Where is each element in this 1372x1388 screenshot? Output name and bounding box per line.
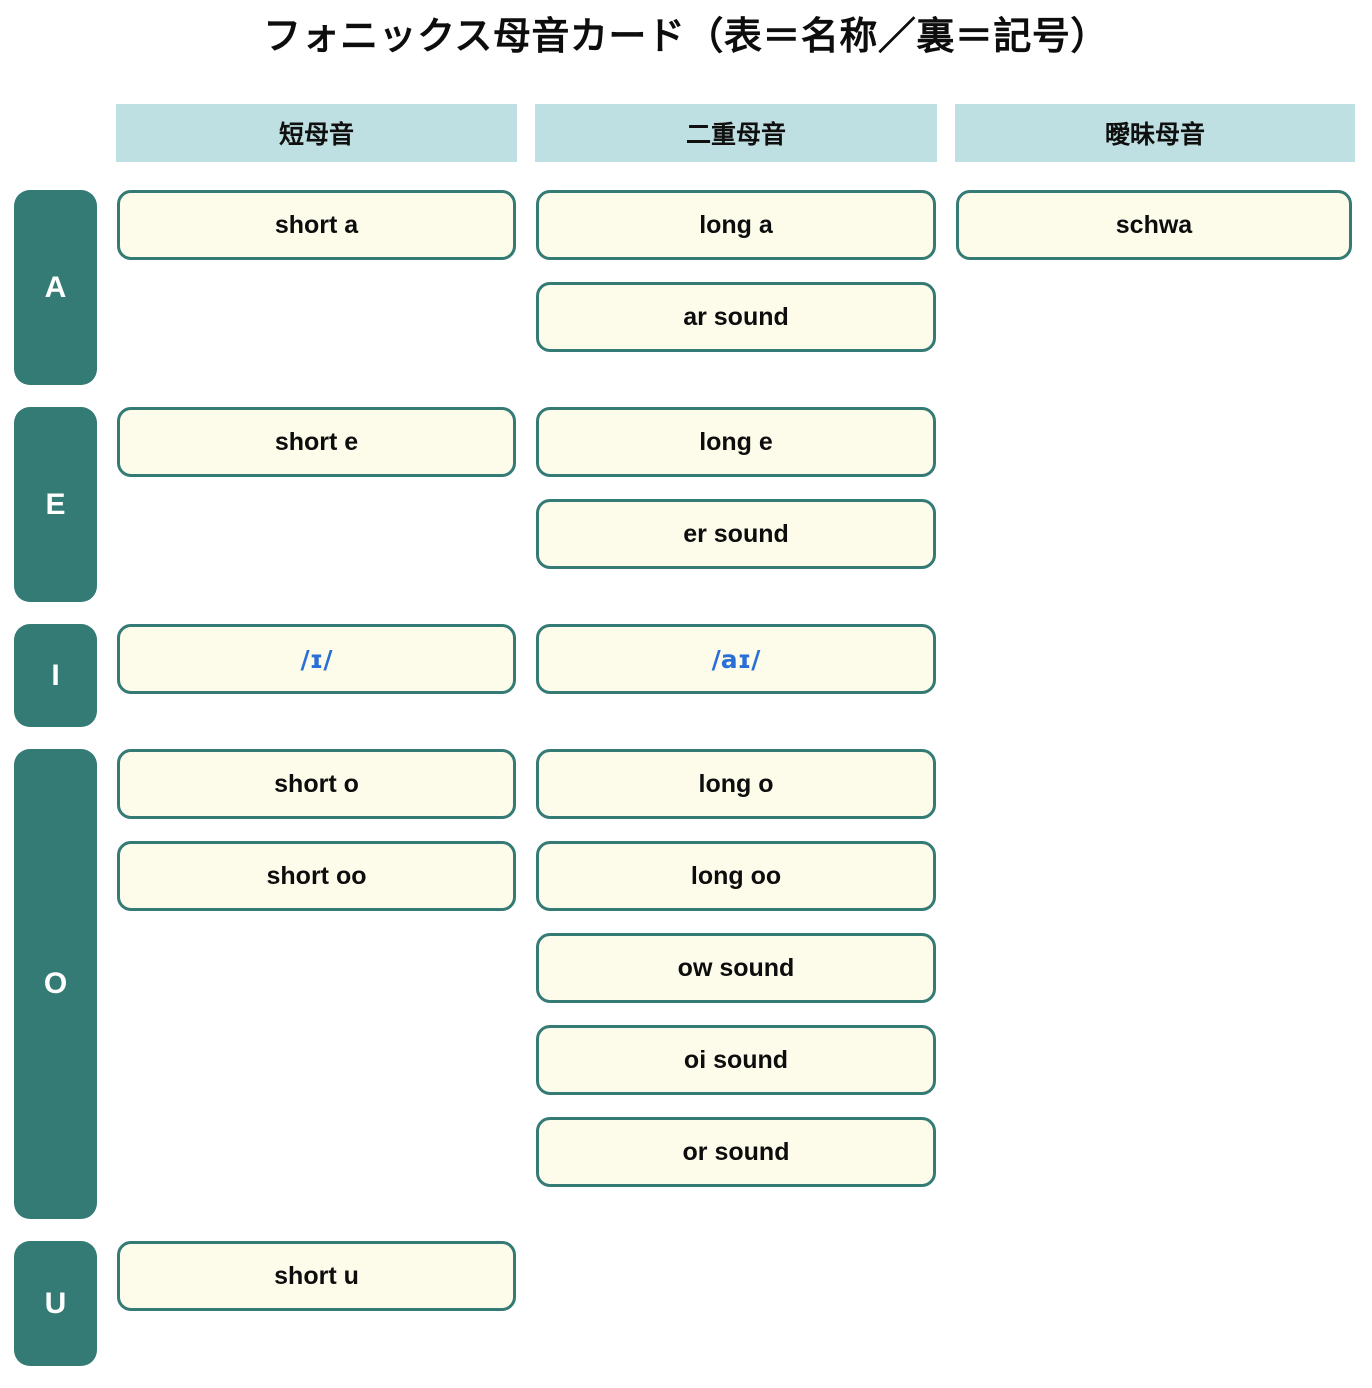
row-label-a: A	[14, 190, 97, 385]
vowel-card[interactable]: short u	[117, 1241, 516, 1311]
row-columns: /ɪ/ /aɪ/	[0, 624, 1372, 727]
vowel-card[interactable]: long e	[536, 407, 936, 477]
page-title: フォニックス母音カード（表＝名称／裏＝記号）	[263, 16, 1109, 58]
row-columns: short e long e er sound	[0, 407, 1372, 602]
cell-i-diphthong: /aɪ/	[536, 624, 936, 694]
cell-e-short-vowel: short e	[117, 407, 516, 477]
cell-o-diphthong: long o long oo ow sound oi sound or sound	[536, 749, 936, 1187]
vowel-card[interactable]: er sound	[536, 499, 936, 569]
vowel-card[interactable]: long oo	[536, 841, 936, 911]
column-header-short-vowel: 短母音	[116, 104, 517, 162]
row-label-u: U	[14, 1241, 97, 1366]
column-header-row: 短母音 二重母音 曖昧母音	[0, 104, 1372, 162]
row-label-o: O	[14, 749, 97, 1219]
vowel-row-i: I/ɪ/ /aɪ/	[0, 624, 1372, 727]
vowel-card[interactable]: short a	[117, 190, 516, 260]
cell-e-diphthong: long e er sound	[536, 407, 936, 569]
vowel-card[interactable]: or sound	[536, 1117, 936, 1187]
vowel-card[interactable]: ow sound	[536, 933, 936, 1003]
vowel-card[interactable]: ar sound	[536, 282, 936, 352]
cell-o-short-vowel: short o short oo	[117, 749, 516, 911]
cell-i-short-vowel: /ɪ/	[117, 624, 516, 694]
row-label-e: E	[14, 407, 97, 602]
vowel-card[interactable]: long o	[536, 749, 936, 819]
vowel-card[interactable]: /aɪ/	[536, 624, 936, 694]
vowel-card[interactable]: long a	[536, 190, 936, 260]
cell-a-short-vowel: short a	[117, 190, 516, 260]
cell-a-diphthong: long a ar sound	[536, 190, 936, 352]
row-columns: short u	[0, 1241, 1372, 1366]
vowel-card[interactable]: oi sound	[536, 1025, 936, 1095]
vowel-card[interactable]: short e	[117, 407, 516, 477]
cell-a-schwa-vowel: schwa	[956, 190, 1352, 260]
column-header-diphthong: 二重母音	[535, 104, 937, 162]
vowel-card[interactable]: /ɪ/	[117, 624, 516, 694]
row-columns: short a long a ar sound schwa	[0, 190, 1372, 385]
vowel-card[interactable]: schwa	[956, 190, 1352, 260]
row-columns: short o short oo long o long oo ow sound oi s…	[0, 749, 1372, 1219]
cell-u-short-vowel: short u	[117, 1241, 516, 1311]
vowel-card[interactable]: short o	[117, 749, 516, 819]
row-label-i: I	[14, 624, 97, 727]
column-header-schwa-vowel: 曖昧母音	[955, 104, 1355, 162]
vowel-card[interactable]: short oo	[117, 841, 516, 911]
